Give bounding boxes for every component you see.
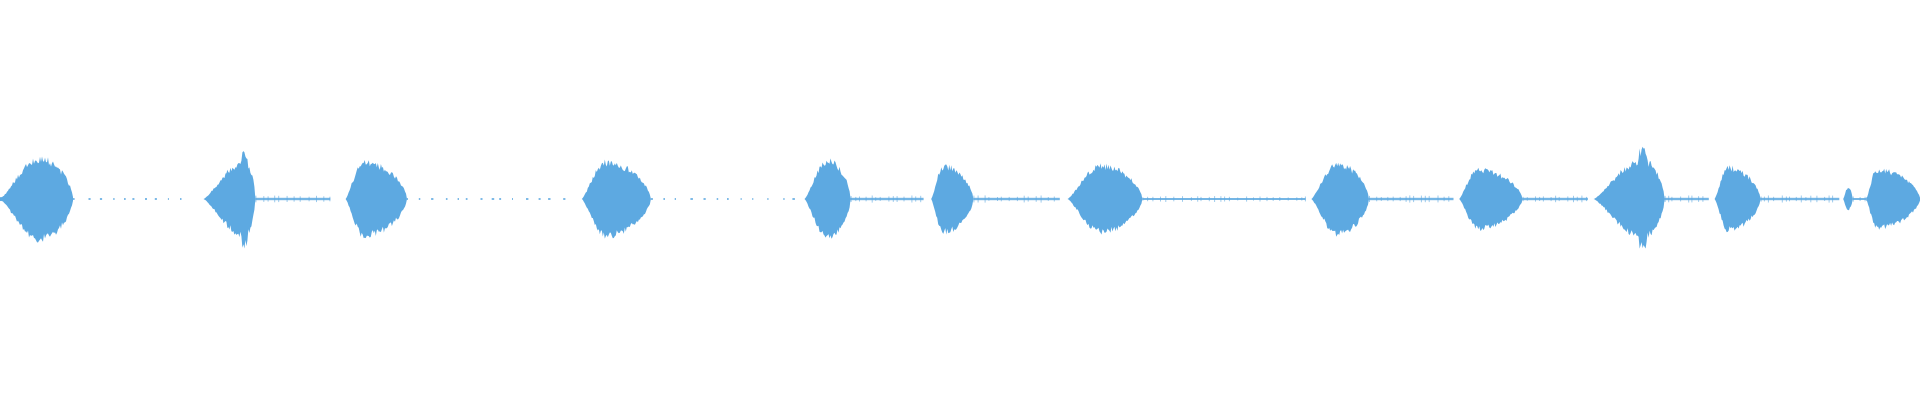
waveform-quiet-run-2 bbox=[255, 195, 331, 203]
waveform-quiet-run-1 bbox=[73, 198, 182, 200]
waveform-burst-12 bbox=[1843, 187, 1853, 211]
waveform-quiet-run-8 bbox=[1369, 195, 1454, 203]
waveform-burst-2 bbox=[203, 151, 256, 249]
waveform-track bbox=[0, 146, 1920, 249]
waveform-burst-4 bbox=[581, 159, 651, 239]
waveform-burst-3 bbox=[345, 160, 407, 239]
waveform-quiet-run-11 bbox=[1760, 195, 1840, 203]
waveform-quiet-run-3 bbox=[407, 198, 566, 200]
waveform-quiet-run-5 bbox=[850, 195, 924, 203]
waveform-quiet-run-7 bbox=[1142, 196, 1306, 202]
waveform-quiet-run-6 bbox=[973, 195, 1060, 203]
waveform-burst-7 bbox=[1067, 163, 1143, 235]
waveform-quiet-run-4 bbox=[650, 198, 795, 200]
waveform-burst-6 bbox=[931, 164, 974, 235]
waveform-burst-10 bbox=[1593, 146, 1665, 249]
waveform-quiet-run-9 bbox=[1522, 195, 1588, 203]
waveform-burst-11 bbox=[1714, 165, 1761, 233]
waveform-burst-1 bbox=[0, 156, 73, 243]
waveform-burst-9 bbox=[1459, 167, 1523, 231]
waveform-burst-8 bbox=[1311, 162, 1369, 237]
waveform-quiet-run-10 bbox=[1664, 195, 1709, 203]
waveform-burst-5 bbox=[804, 158, 851, 239]
waveform-burst-13 bbox=[1866, 168, 1920, 230]
waveform-quiet-run-12 bbox=[1852, 196, 1867, 202]
